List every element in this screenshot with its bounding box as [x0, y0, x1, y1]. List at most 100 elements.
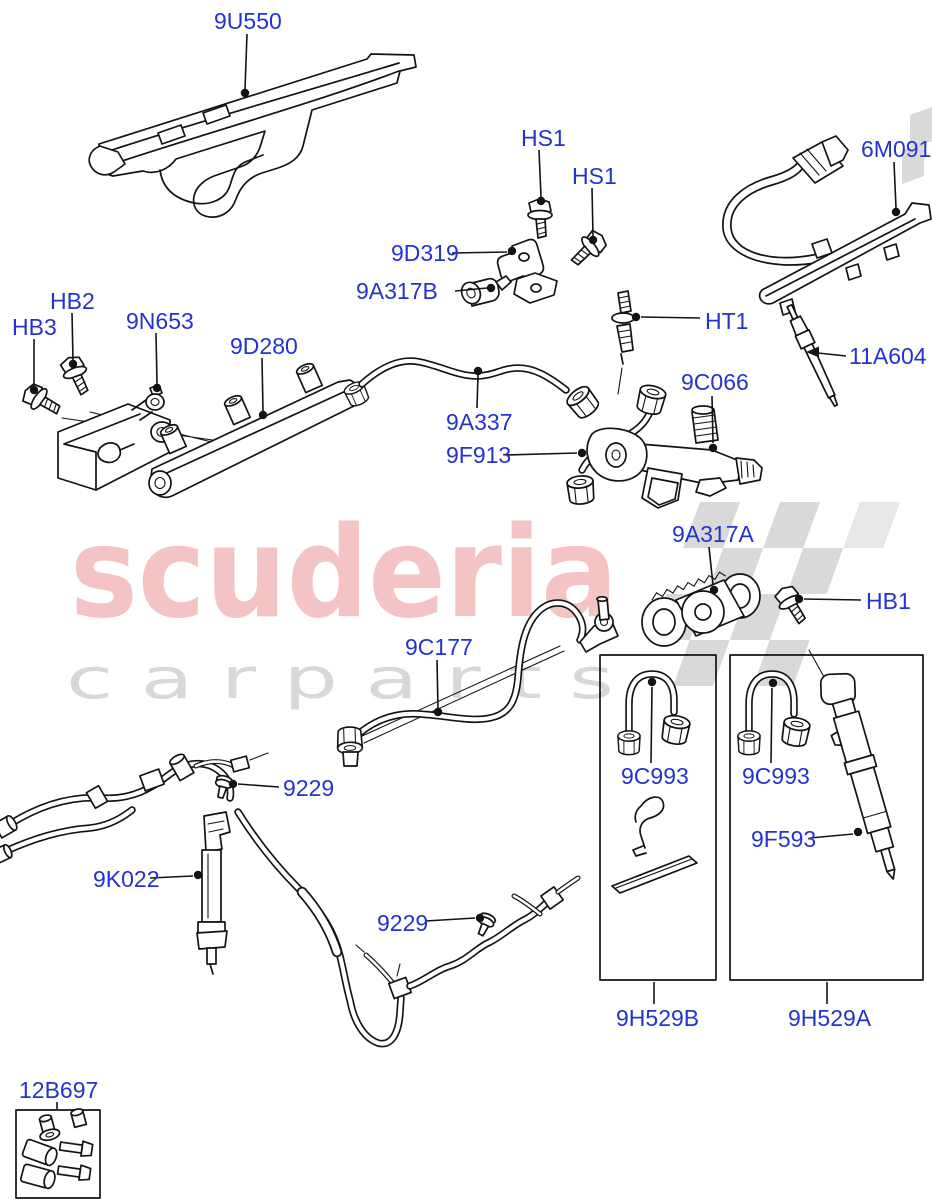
part-label-9229-2: 9229 [377, 910, 428, 936]
part-label-HB3: HB3 [12, 314, 57, 340]
leader-dot-9U550 [240, 88, 250, 98]
connector-plug [792, 135, 849, 184]
heat-shield-9U550 [88, 53, 417, 218]
leader-line-HT1 [640, 316, 701, 319]
injector-9F593 [819, 672, 896, 880]
leader-dot-9D319 [507, 246, 517, 256]
kit-box-9H529A [729, 654, 924, 981]
pipe-9A337 [358, 357, 603, 423]
bracket-9D319-assembly [460, 198, 612, 307]
glow-plug-11A604 [786, 303, 839, 407]
part-label-9K022: 9K022 [93, 866, 160, 892]
leader-line-9A317B [454, 287, 488, 292]
leader-dot-9A337 [473, 366, 483, 376]
leader-line-11A604 [817, 352, 847, 357]
part-label-9229-1: 9229 [283, 775, 334, 801]
leader-dot-9F593 [853, 827, 863, 837]
leader-line-HB2 [71, 312, 74, 361]
watermark-brand-text: scuderia [70, 499, 618, 646]
leader-dot-HB3 [29, 385, 39, 395]
leader-dot-9C066 [708, 443, 718, 453]
valve-9C066 [586, 405, 763, 509]
leader-line-9C066 [711, 395, 714, 444]
leader-dot-9229-1 [228, 779, 238, 789]
leader-line-9C993-a [770, 687, 773, 764]
harness-6M091 [722, 135, 932, 316]
kit-box-12B697 [15, 1108, 101, 1199]
part-label-9N653: 9N653 [126, 308, 194, 334]
kit-box-9H529B [599, 654, 717, 981]
leader-line-HB1 [803, 598, 862, 601]
shield-tab [157, 124, 186, 145]
part-label-12B697: 12B697 [19, 1077, 98, 1103]
leader-line-9C993-b [650, 686, 653, 764]
leader-dot-9C177 [433, 707, 443, 717]
part-label-9A317B: 9A317B [356, 278, 438, 304]
part-label-HT1: HT1 [705, 308, 748, 334]
part-label-HS1-2: HS1 [572, 163, 617, 189]
leader-dot-9F913 [577, 448, 587, 458]
leader-dot-9229-2 [475, 913, 485, 923]
part-label-HB2: HB2 [50, 288, 95, 314]
bolt-hs1-2 [564, 226, 612, 272]
leader-line-9229-2 [425, 917, 476, 922]
leader-dot-9A317A [709, 585, 719, 595]
leader-line-9A337 [476, 374, 479, 409]
bracket-9N653 [57, 384, 174, 491]
leader-line-9229-1 [237, 783, 280, 788]
valve-connector [641, 467, 683, 509]
leader-line-9F593 [809, 833, 854, 839]
leader-dot-9D280 [258, 410, 268, 420]
part-label-9A337: 9A337 [446, 409, 513, 435]
part-label-9C177: 9C177 [405, 634, 473, 660]
leader-line-9N653 [155, 332, 158, 385]
leader-dot-9A317B [486, 283, 496, 293]
cable-boot [811, 238, 833, 259]
leader-dot-6M091 [891, 207, 901, 217]
part-label-11A604: 11A604 [849, 343, 927, 369]
fuel-rail-9D280 [148, 360, 372, 499]
leader-dot-HB2 [68, 359, 78, 369]
leader-line-9C177 [436, 659, 439, 709]
part-label-9A317A: 9A317A [672, 521, 755, 547]
part-label-9C066: 9C066 [681, 369, 749, 395]
leader-line-HS1-2 [591, 187, 594, 237]
leader-line-9K022 [149, 875, 194, 879]
part-label-9C993-b: 9C993 [621, 763, 689, 789]
leader-arrow-11A604 [806, 346, 819, 358]
part-label-9U550: 9U550 [214, 8, 282, 34]
harness-9K022 [0, 752, 581, 1048]
part-label-9C993-a: 9C993 [742, 763, 810, 789]
leader-dot-HT1 [631, 312, 641, 322]
leader-line-HS1-1 [538, 149, 542, 198]
leader-dot-HS1-1 [536, 196, 546, 206]
leader-line-9A317A [708, 546, 714, 586]
leader-dot-HB1 [794, 594, 804, 604]
bracket-9N653-assembly [18, 352, 229, 491]
leader-line-9F913 [504, 452, 578, 456]
pump-unit-9K022 [196, 811, 231, 975]
clip-9229-2 [472, 910, 498, 939]
part-label-9F593: 9F593 [751, 826, 816, 852]
part-label-9F913: 9F913 [446, 442, 511, 468]
sensor-9A317B [460, 275, 512, 307]
leader-dot-9C993-a [768, 678, 778, 688]
leader-dot-9C993-b [647, 677, 657, 687]
leader-line-6M091 [893, 161, 897, 209]
part-label-9D319: 9D319 [391, 240, 459, 266]
checkered-flag-fragment [902, 107, 932, 184]
bolt-hb2 [57, 352, 95, 400]
part-label-HB1: HB1 [866, 588, 911, 614]
stud-HT1 [611, 290, 635, 395]
watermark-tagline-text: c a r p a r t s [66, 647, 614, 712]
leader-line-9U550 [244, 33, 248, 90]
leader-line-9D319 [451, 251, 508, 254]
leader-dot-9N653 [152, 383, 162, 393]
leader-dot-9K022 [193, 870, 203, 880]
part-label-6M091: 6M091 [861, 136, 931, 162]
shield-tab [202, 104, 231, 125]
leader-dot-HS1-2 [588, 235, 598, 245]
